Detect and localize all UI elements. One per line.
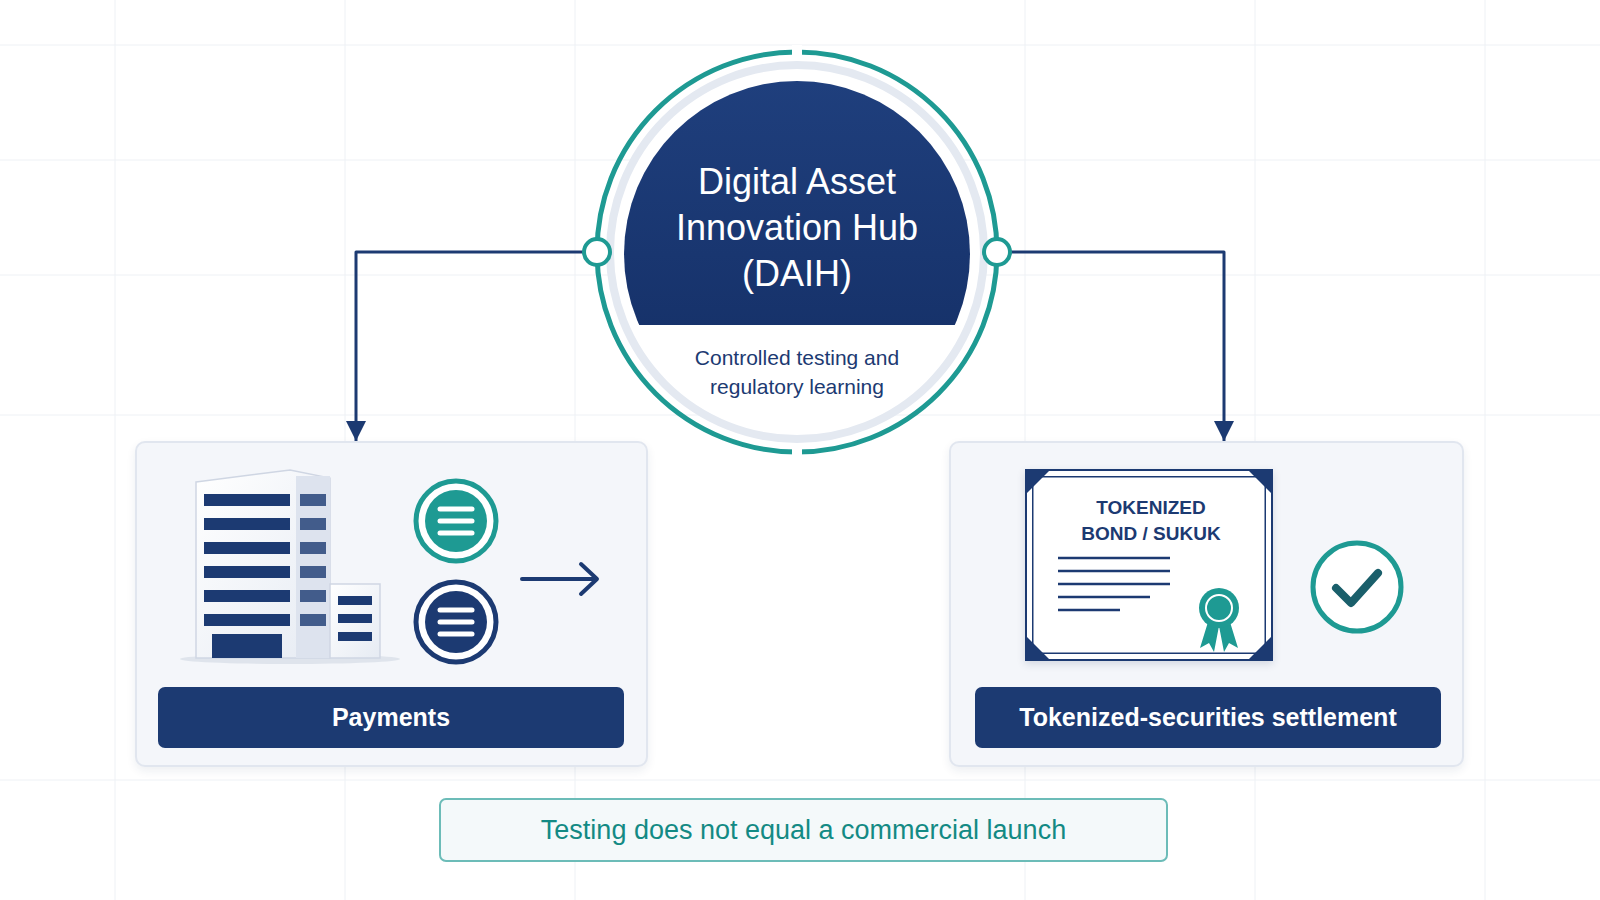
flow-connector [1000,252,1224,441]
coin-line [440,632,472,637]
window-row [300,566,326,578]
window-row [204,494,290,506]
coin-face [425,490,487,552]
flow-connector [356,252,594,441]
window-row [204,542,290,554]
window-row [300,542,326,554]
window-row [300,494,326,506]
coin-face [425,591,487,653]
certificate-text-lines [1058,558,1170,610]
ring-gap [792,445,802,459]
building-side [296,476,330,658]
corner-ornament [1247,469,1273,495]
coin-line [440,608,472,613]
connection-dot [984,239,1010,265]
building-shadow [180,654,400,664]
hub-title: Digital Asset Innovation Hub (DAIH) [647,159,947,297]
check-circle [1313,543,1401,631]
text-line [1058,609,1120,612]
coin-line [440,620,472,625]
bond-certificate: TOKENIZED BOND / SUKUK [1025,469,1273,661]
certificate-seal [1199,588,1239,652]
coin-lines [440,509,472,533]
building-body [196,470,330,658]
hub-ring [597,52,997,452]
window-row [338,632,372,641]
building-door [212,634,282,658]
annex-windows [338,596,372,641]
window-row [204,566,290,578]
panel-label-band: Tokenized-securities settlement [975,687,1441,748]
text-line [1058,583,1170,586]
coin-rim [416,481,496,561]
window-row [338,596,372,605]
hub-dome [624,81,970,325]
building-windows [204,494,326,658]
coin-lines [440,610,472,634]
seal-ring [1206,595,1232,621]
arrow-tip [581,564,597,594]
window-row [300,518,326,530]
certificate-corners [1025,469,1273,661]
hub-circle: Digital Asset Innovation Hub (DAIH) Contr… [594,49,1000,455]
window-row [300,590,326,602]
note-text: Testing does not equal a commercial laun… [441,800,1166,860]
window-row [204,614,290,626]
disclaimer-note: Testing does not equal a commercial laun… [439,798,1168,862]
teal-coin-icon [416,481,496,561]
seal-disc [1199,588,1239,628]
hub-subtitle: Controlled testing and regulatory learni… [667,343,927,401]
window-row [300,614,326,626]
text-line [1058,557,1170,560]
panel-label-band: Payments [158,687,624,748]
payments-panel: Payments [135,441,648,767]
connection-dot [584,239,610,265]
certificate-title: TOKENIZED BOND / SUKUK [1071,495,1231,547]
navy-coin-icon [416,582,496,662]
check-mark [1336,573,1378,603]
text-line [1058,570,1170,573]
settlement-panel: Tokenized-securities settlement TOKENIZED… [949,441,1464,767]
coin-line [440,531,472,536]
seal-ribbon [1219,622,1238,652]
arrow-shaft [522,577,596,581]
ring-gap [792,45,802,59]
building-annex [330,584,380,658]
coin-rim [416,582,496,662]
window-row [338,614,372,623]
corner-ornament [1025,635,1051,661]
check-icon [1313,543,1401,631]
flow-arrow-icon [522,564,597,594]
grid-line [1485,0,1486,900]
grid-line [0,780,1600,781]
coin-line [440,519,472,524]
grid-line [115,0,116,900]
corner-ornament [1247,635,1273,661]
hub-inner-disc [610,65,984,439]
coin-line [440,507,472,512]
window-row [204,590,290,602]
window-row [204,518,290,530]
corner-ornament [1025,469,1051,495]
text-line [1058,596,1150,599]
bank-building-icon [180,470,400,664]
seal-ribbon [1200,622,1219,652]
